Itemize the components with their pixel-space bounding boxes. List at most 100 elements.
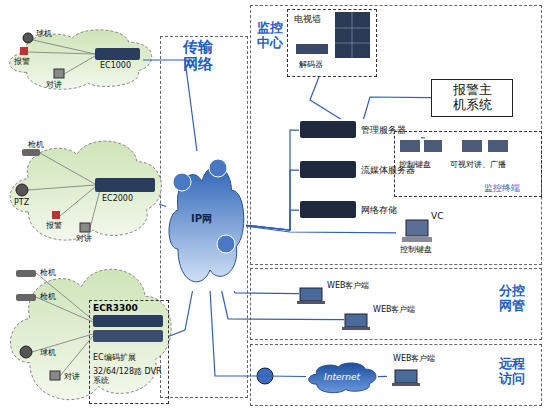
- alarm-icon: [20, 47, 28, 55]
- laptop-icon: [342, 327, 370, 330]
- node-text: 报警: [46, 221, 70, 230]
- keyboard-icon: [402, 237, 432, 242]
- wire: [40, 153, 95, 184]
- node-text: WEB客户端: [393, 354, 453, 363]
- network-link: [234, 291, 299, 294]
- ip-cloud: IP网: [166, 151, 246, 291]
- network-link: [310, 77, 341, 119]
- node-text: 枪机: [28, 140, 52, 149]
- wire: [32, 334, 93, 352]
- laptop-icon: [297, 301, 325, 304]
- camera-wires: [28, 40, 100, 376]
- network-link: [378, 376, 387, 377]
- node-text: IP网: [191, 213, 231, 225]
- laptops: [297, 288, 420, 386]
- switch-icon: [173, 173, 191, 191]
- center-band: 监控中心电视墙解码器报警主机系统管理服务器流媒体服务器网络存储监控终端控制键盘可…: [250, 5, 542, 265]
- node-text: 控制键盘: [400, 245, 445, 254]
- server-icon: [300, 121, 356, 138]
- dvr-icon: [93, 330, 163, 342]
- gun-camera: [22, 149, 40, 156]
- network-link: [159, 204, 166, 207]
- switch-icon: [209, 159, 227, 177]
- cloud-outline: [10, 141, 161, 240]
- node-text: 对讲: [64, 372, 88, 381]
- node-text: 分控网管: [499, 284, 529, 314]
- cloud-outline: [10, 269, 171, 399]
- branch-band: 分控网管 WEB客户端 WEB客户端: [250, 268, 542, 340]
- node-text: PTZ: [14, 198, 38, 207]
- center-devices: [296, 12, 508, 242]
- switch-icon: [217, 235, 235, 253]
- node-text: 可视对讲、广播: [450, 160, 530, 169]
- storage-icon: [300, 201, 356, 218]
- server-icon: [300, 161, 356, 178]
- transport-band: 传输网络IP网: [160, 36, 248, 398]
- encoders: [93, 48, 163, 342]
- network-link: [246, 170, 299, 230]
- node-text: 球机: [36, 29, 60, 38]
- wire: [90, 190, 100, 228]
- ptz-camera: [16, 184, 28, 196]
- network-link: [246, 130, 299, 230]
- wire: [33, 40, 95, 54]
- wire: [36, 273, 93, 320]
- cameras: [16, 33, 90, 380]
- wire: [28, 185, 95, 190]
- node-text: 网络存储: [361, 205, 411, 215]
- node-text: EC编码扩展: [93, 353, 169, 362]
- intercom-icon: [488, 140, 508, 152]
- internet-cloud: Internet: [306, 359, 378, 395]
- laptop-icon: [300, 288, 322, 301]
- intercom-icon: [54, 69, 64, 78]
- node-text: 对讲: [76, 234, 100, 243]
- intercom-icon: [80, 223, 90, 232]
- node-text: 32/64/128路 DVR系统: [93, 367, 169, 385]
- node-text: WEB客户端: [327, 281, 387, 290]
- wire: [28, 52, 95, 54]
- network-link: [222, 291, 344, 320]
- laptop-icon: [392, 383, 420, 386]
- node-text: EC1000: [100, 61, 145, 70]
- intercom-icon: [50, 371, 60, 380]
- wire: [60, 187, 95, 216]
- wire: [64, 56, 95, 74]
- node-text: Internet: [324, 372, 360, 382]
- node-text: 解码器: [299, 60, 339, 69]
- monitor-icon: [406, 220, 428, 236]
- keyboard-icon: [400, 140, 420, 152]
- node-text: 枪机: [40, 268, 64, 277]
- network-link: [421, 137, 425, 139]
- keyboard-icon: [424, 140, 442, 152]
- tv-grid: [352, 12, 353, 58]
- alarm-icon: [52, 211, 60, 219]
- cloud-outline: [169, 166, 244, 282]
- node-text: 对讲: [46, 80, 70, 89]
- network-link: [364, 97, 432, 119]
- tv-wall-icon: [335, 12, 370, 58]
- cloud-outline: [309, 363, 376, 393]
- node-text: 监控中心: [257, 21, 287, 51]
- alarm-host-box: 报警主机系统: [431, 79, 513, 117]
- node-text: 电视墙: [294, 14, 334, 24]
- tv-grid: [335, 28, 370, 29]
- tv-grid: [335, 43, 370, 44]
- network-link: [210, 291, 306, 377]
- encoder-icon: [95, 178, 155, 192]
- gun-camera: [16, 294, 36, 301]
- node-text: 远程访问: [499, 357, 529, 387]
- laptop-icon: [395, 370, 417, 383]
- dome-camera: [23, 33, 33, 43]
- decoder-icon: [296, 44, 328, 54]
- node-text: WEB客户端: [373, 305, 433, 314]
- laptop-icon: [345, 314, 367, 327]
- node-text: 报警主机系统: [450, 83, 494, 113]
- gun-camera: [16, 270, 36, 277]
- node-text: 监控终端: [484, 183, 539, 193]
- dvr-icon: [93, 315, 163, 327]
- wire: [60, 336, 93, 376]
